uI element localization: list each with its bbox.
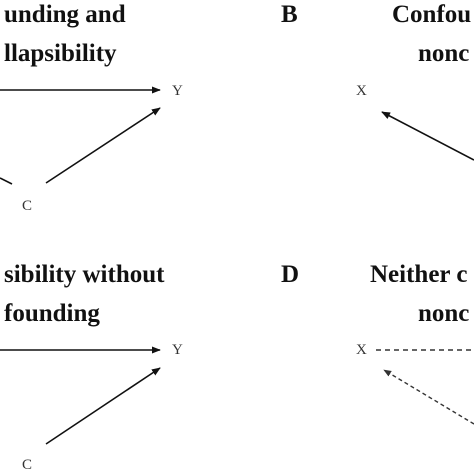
panel-c-node-y: Y xyxy=(172,342,183,358)
panel-d-title-line-2: nonc xyxy=(418,300,470,327)
panel-b-letter: B xyxy=(281,1,298,28)
panel-d-title-line-1: Neither c xyxy=(370,261,468,288)
panel-a-title-line-2: llapsibility xyxy=(4,40,117,67)
panel-d-edge-c-to-x-dashed xyxy=(383,369,474,425)
panel-a-node-c: C xyxy=(22,198,33,214)
panel-d-node-x: X xyxy=(356,342,367,358)
panel-b-title-line-1: Confou xyxy=(392,1,472,28)
panel-c-title-line-2: founding xyxy=(4,300,100,327)
panel-a-edge-c-to-y xyxy=(45,107,161,184)
panel-b-node-x: X xyxy=(356,83,367,99)
panel-b-title-line-2: nonc xyxy=(418,40,470,67)
panel-c-edge-c-to-y xyxy=(45,367,161,445)
panel-d-letter: D xyxy=(281,261,300,288)
panel-a-title-line-1: unding and xyxy=(4,1,126,28)
panel-b-edge-c-to-x xyxy=(381,111,474,161)
panel-a-edge-c-to-x xyxy=(0,177,13,185)
panel-a-node-y: Y xyxy=(172,83,183,99)
panel-c-title-line-1: sibility without xyxy=(4,261,165,288)
panel-c-node-c: C xyxy=(22,457,33,473)
